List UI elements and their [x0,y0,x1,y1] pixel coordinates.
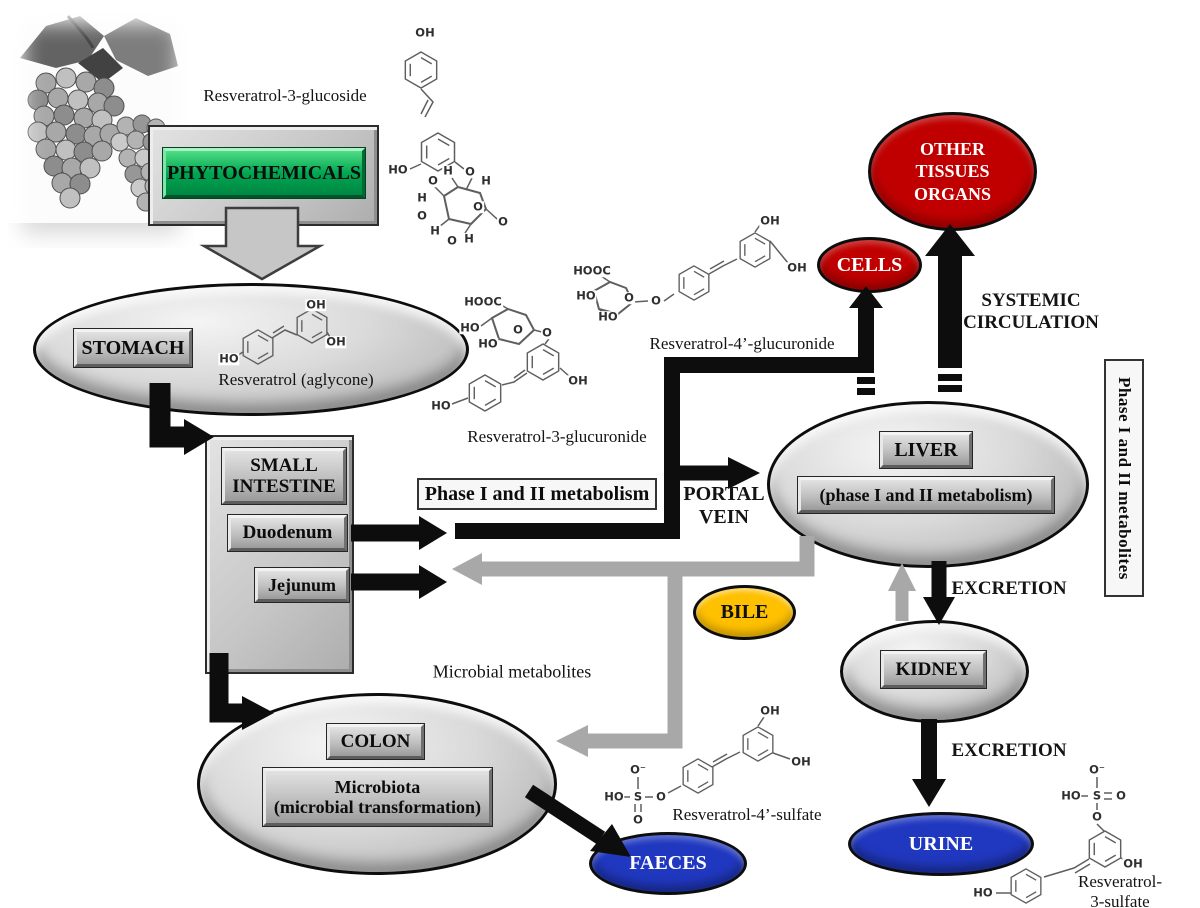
duodenum-label: Duodenum [242,522,333,544]
chem-atom-label: O [623,290,635,305]
bile-ellipse: BILE [693,585,796,640]
chem-atom-label: H [416,190,428,205]
phase-metabolism-box: Phase I and II metabolism [417,478,657,510]
compound-aglycone-label: Resveratrol (aglycone) [218,370,374,389]
chem-atom-label: OH [1122,856,1144,871]
phytochemicals-label: PHYTOCHEMICALS [166,161,362,184]
arrow-bile-colon [588,562,683,749]
urine-label: URINE [908,832,974,855]
chem-atom-label: OH [786,260,808,275]
systemic-circulation-label: SYSTEMIC CIRCULATION [963,290,1099,333]
chem-atom-label: H [463,231,475,246]
cells-ellipse: CELLS [817,237,922,293]
chem-atom-label: HO [603,789,625,804]
microbial-metabolites-label: Microbial metabolites [432,661,592,682]
urine-ellipse: URINE [848,812,1034,876]
chem-atom-label: O [464,164,476,179]
chem-atom-label: OH [759,703,781,718]
chem-atom-label: OH [414,25,436,40]
arrow-liver-jejunum [482,536,815,577]
liver-metabolism-label: (phase I and II metabolism) [819,484,1033,505]
microbiota-button: Microbiota (microbial transformation) [262,767,493,827]
liver-button: LIVER [879,431,973,469]
compound-r3-glucuronide-label: Resveratrol-3-glucuronide [467,427,647,446]
kidney-label: KIDNEY [895,658,972,680]
chem-atom-label: OH [759,213,781,228]
chem-atom-label: O [446,233,458,248]
phase-metabolites-label: Phase I and II metabolites [1115,376,1134,580]
chem-atom-label: O [541,325,553,340]
chem-atom-label: O [427,173,439,188]
liver-label: LIVER [894,438,958,461]
chem-atom-label: OH [567,373,589,388]
phase-metabolism-label: Phase I and II metabolism [424,482,650,505]
chem-atom-label: HO [387,162,409,177]
chem-atom-label: HO [477,336,499,351]
small-intestine-button: SMALL INTESTINE [221,447,347,505]
chem-atom-label: H [480,173,492,188]
compound-r3-glucoside-label: Resveratrol-3-glucoside [203,86,367,105]
chem-atom-label: O [650,293,662,308]
chem-atom-label: O [472,199,484,214]
chem-atom-label: HOOC [572,263,612,278]
chem-atom-label: O⁻ [629,762,647,777]
phase-metabolites-box: Phase I and II metabolites [1104,359,1144,597]
bile-label: BILE [720,601,769,623]
chem-atom-label: S [632,789,644,804]
compound-r4-glucuronide-label: Resveratrol-4’-glucuronide [649,334,835,353]
compound-r3-sulfate-label: Resveratrol-3-sulfate [1077,872,1163,908]
other-tissues-label: OTHER TISSUES ORGANS [913,138,991,204]
phytochemicals-button: PHYTOCHEMICALS [162,147,366,199]
liver-metabolism-button: (phase I and II metabolism) [797,476,1055,514]
chem-atom-label: O [1115,788,1127,803]
chem-atom-label: O [512,322,524,337]
other-tissues-ellipse: OTHER TISSUES ORGANS [868,112,1037,231]
faeces-ellipse: FAECES [589,832,747,895]
chem-atom-label: H [429,223,441,238]
cells-label: CELLS [836,253,903,276]
chem-atom-label: O⁻ [1088,762,1106,777]
excretion-urine-label: EXCRETION [951,740,1067,761]
chem-atom-label: HO [459,320,481,335]
duodenum-button: Duodenum [227,514,348,552]
excretion-kidney-label: EXCRETION [951,578,1067,599]
colon-button: COLON [326,723,425,760]
stomach-button: STOMACH [73,328,193,368]
chem-atom-label: S [1091,788,1103,803]
chem-atom-label: OH [790,754,812,769]
chem-atom-label: HO [430,398,452,413]
kidney-button: KIDNEY [880,650,987,689]
jejunum-label: Jejunum [267,574,336,595]
chem-atom-label: O [632,812,644,827]
chem-atom-label: HOOC [463,294,503,309]
chem-atom-label: HO [972,885,994,900]
jejunum-button: Jejunum [254,567,350,603]
stomach-label: STOMACH [81,336,185,359]
microbiota-label: Microbiota (microbial transformation) [273,776,482,817]
faeces-label: FAECES [629,852,707,874]
chem-atom-label: HO [597,309,619,324]
chem-atom-label: HO [575,288,597,303]
small-intestine-label: SMALL INTESTINE [232,454,336,497]
chem-atom-label: O [1091,809,1103,824]
portal-vein-label: PORTAL VEIN [683,483,765,528]
chem-atom-label: O [416,208,428,223]
compound-r4-sulfate-label: Resveratrol-4’-sulfate [672,805,822,824]
chem-atom-label: O [655,789,667,804]
chem-atom-label: O [497,214,509,229]
chem-atom-label: HO [1060,788,1082,803]
chem-atom-label: H [442,163,454,178]
colon-label: COLON [340,730,411,752]
